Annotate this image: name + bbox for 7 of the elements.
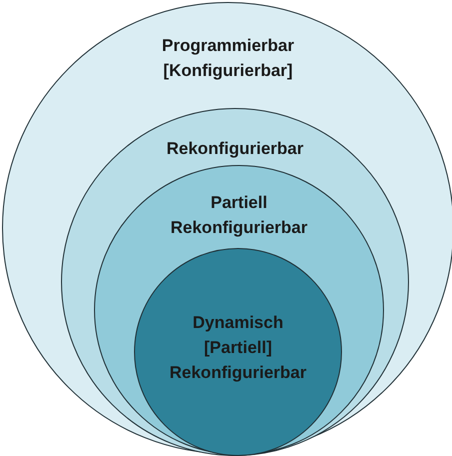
circle — [134, 248, 342, 456]
circle — [94, 165, 384, 455]
circle-label: Rekonfigurierbar — [166, 138, 304, 160]
circle-label: Programmierbar [Konfigurierbar] — [160, 35, 296, 82]
circle — [61, 108, 409, 456]
circle-label: Dynamisch [Partiell] Rekonfigurierbar — [168, 312, 308, 384]
circle-label: Partiell Rekonfigurierbar — [170, 192, 308, 239]
